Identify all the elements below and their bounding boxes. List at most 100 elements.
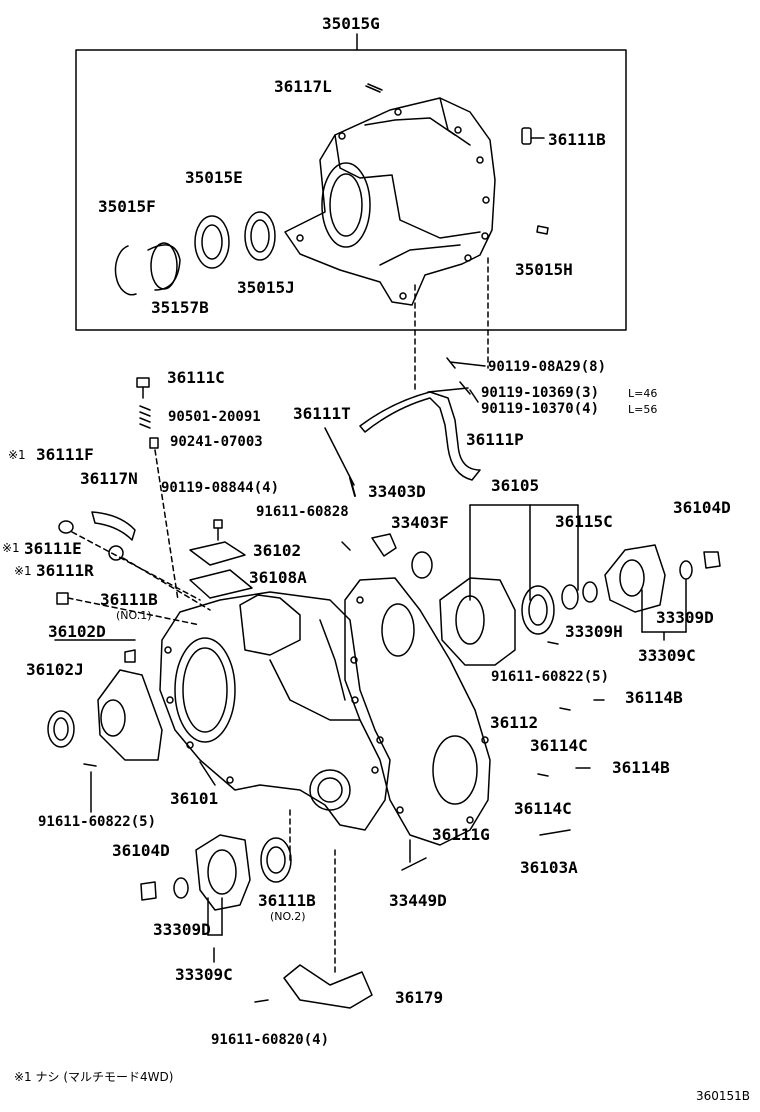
label-90119-10370: 90119-10370(4): [481, 401, 600, 417]
snap-ring-35015F: [114, 245, 137, 296]
asterisk-mark-36111E: ※1: [2, 541, 20, 555]
plug-36111E: [108, 545, 124, 561]
label-36179: 36179: [395, 988, 444, 1007]
label-33449D: 33449D: [389, 891, 447, 910]
washer-35157B: [147, 244, 181, 291]
label-36112: 36112: [490, 713, 539, 732]
front-cover-36112: [344, 577, 491, 846]
label-36111R: 36111R: [36, 561, 94, 580]
label-91611-60828: 91611-60828: [256, 504, 349, 520]
flange-right: [604, 544, 666, 613]
bolt-90119-10369: [427, 381, 471, 395]
label-33309D-right: 33309D: [656, 608, 714, 627]
label-36111C: 36111C: [167, 368, 225, 387]
o-ring-33403F: [411, 551, 433, 579]
flange-left: [195, 834, 251, 911]
seal-36102D: [47, 710, 75, 748]
label-35015H: 35015H: [515, 260, 573, 279]
nut-36104D-left: [140, 881, 157, 901]
seal-36115C-outer: [521, 585, 555, 635]
label-36111T: 36111T: [293, 404, 351, 423]
label-no1: (NO.1): [116, 609, 152, 622]
footnote: ※1 ナシ (マルチモード4WD): [14, 1070, 174, 1084]
label-90119-10369-length: L=46: [628, 387, 658, 400]
bolt-90119-08A29: [446, 357, 486, 369]
pipe-33449D: [401, 857, 427, 871]
cover-36102J: [97, 669, 163, 761]
label-36102D: 36102D: [48, 622, 106, 641]
cap-36111C: [136, 377, 150, 388]
figure-id: 360151B: [696, 1089, 751, 1103]
label-36108A: 36108A: [249, 568, 307, 587]
cover-36105: [439, 577, 516, 666]
seal-36111B-no2: [260, 837, 292, 883]
label-36114B-a: 36114B: [625, 688, 683, 707]
label-91611-60822-left: 91611-60822(5): [38, 814, 157, 830]
label-36102: 36102: [253, 541, 302, 560]
label-36105: 36105: [491, 476, 540, 495]
hose-36117N: [91, 511, 136, 541]
label-36114C-a: 36114C: [530, 736, 588, 755]
asterisk-mark-36111F: ※1: [8, 448, 26, 462]
label-33309D-left: 33309D: [153, 920, 211, 939]
label-36111B-no1: 36111B: [100, 590, 158, 609]
label-90119-08A29: 90119-08A29(8): [488, 359, 607, 375]
bolt-91611-60828: [341, 541, 351, 551]
transfer-case-36101: [159, 591, 391, 831]
label-36117N: 36117N: [80, 469, 138, 488]
label-36104D-left: 36104D: [112, 841, 170, 860]
label-36111E: 36111E: [24, 539, 82, 558]
skid-36179: [283, 964, 373, 1009]
label-91611-60822-right: 91611-60822(5): [491, 669, 610, 685]
seal-35015J: [244, 211, 276, 261]
plug-36111B-top: [521, 127, 532, 145]
label-33403D: 33403D: [368, 482, 426, 501]
label-36103A: 36103A: [520, 858, 578, 877]
pin-35015H: [536, 225, 549, 235]
label-36102J: 36102J: [26, 660, 84, 679]
asterisk-mark-36111R: ※1: [14, 564, 32, 578]
gasket-36108A: [189, 569, 253, 599]
label-90119-08844: 90119-08844(4): [161, 480, 280, 496]
label-36104D-right: 36104D: [673, 498, 731, 517]
subassembly-frame: [75, 49, 627, 331]
plug-36111R: [56, 592, 69, 605]
pin-36117L: [365, 83, 383, 93]
plug-36111F: [58, 520, 74, 534]
part-33403D: [371, 533, 397, 557]
label-36111P: 36111P: [466, 430, 524, 449]
cover-36102: [189, 541, 246, 566]
label-35157B: 35157B: [151, 298, 209, 317]
label-no2: (NO.2): [270, 910, 306, 923]
label-36111B-no2: 36111B: [258, 891, 316, 910]
bolt-36103A: [539, 829, 571, 836]
gasket-90241: [149, 437, 159, 449]
label-36111G: 36111G: [432, 825, 490, 844]
nut-36104D-right: [703, 551, 721, 569]
bolt-91611-60822-left: [83, 763, 97, 767]
label-90119-10370-length: L=56: [628, 403, 658, 416]
label-33309C-right: 33309C: [638, 646, 696, 665]
label-36117L: 36117L: [274, 77, 332, 96]
label-35015F: 35015F: [98, 197, 156, 216]
label-90119-10369: 90119-10369(3): [481, 385, 600, 401]
hose-36111P: [359, 391, 481, 481]
label-33403F: 33403F: [391, 513, 449, 532]
label-33309H: 33309H: [565, 622, 623, 641]
part-36111B-no1: [124, 649, 136, 663]
label-36111F: 36111F: [36, 445, 94, 464]
label-35015G: 35015G: [322, 14, 380, 33]
label-36114C-b: 36114C: [514, 799, 572, 818]
label-90241-07003: 90241-07003: [170, 434, 263, 450]
label-33309C-left: 33309C: [175, 965, 233, 984]
label-36115C: 36115C: [555, 512, 613, 531]
extension-housing-drawing: [284, 97, 496, 306]
label-35015E: 35015E: [185, 168, 243, 187]
label-36101: 36101: [170, 789, 219, 808]
label-90501-20091: 90501-20091: [168, 409, 261, 425]
bearing-35015E: [194, 215, 230, 269]
label-36114B-b: 36114B: [612, 758, 670, 777]
label-35015J: 35015J: [237, 278, 295, 297]
